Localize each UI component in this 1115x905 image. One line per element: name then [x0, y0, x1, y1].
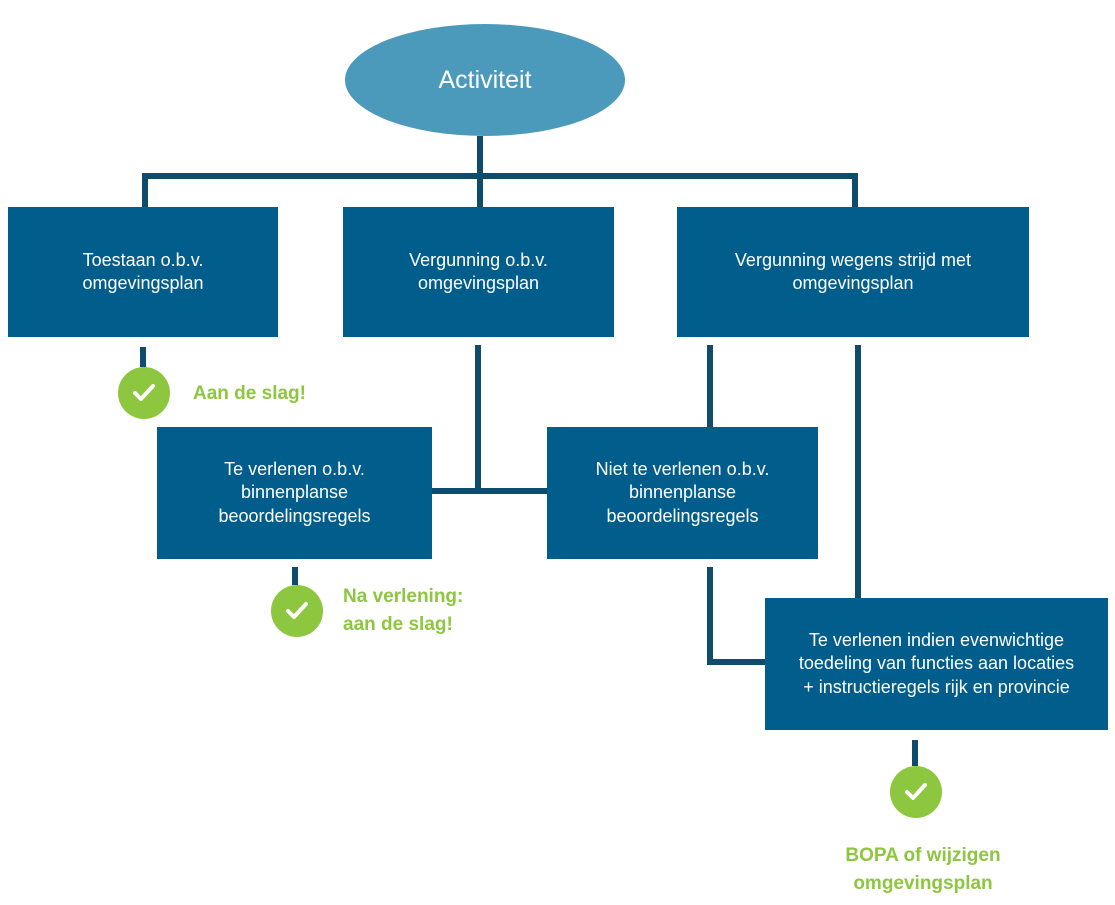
strijd-label: Vergunning wegens strijd met omgevingspl…: [734, 249, 972, 293]
te-verlenen-box: Te verlenen o.b.v. binnenplanse beoordel…: [157, 427, 432, 559]
te-verlenen-label: Te verlenen o.b.v. binnenplanse beoordel…: [218, 458, 371, 526]
checkmark-icon: [286, 602, 308, 619]
niet-verlenen-box: Niet te verlenen o.b.v. binnenplanse beo…: [547, 427, 818, 559]
checkmark-icon: [133, 384, 155, 401]
activiteit-node: Activiteit: [345, 24, 625, 136]
checkmark-icon: [905, 783, 927, 800]
outcome-bopa: BOPA of wijzigen omgevingsplan: [845, 845, 1001, 894]
outcome-aan-de-slag: Aan de slag!: [193, 383, 306, 404]
outcome-na-verlening: Na verlening: aan de slag!: [343, 586, 464, 635]
vergunning-label: Vergunning o.b.v. omgevingsplan: [409, 249, 548, 293]
vergunning-box: Vergunning o.b.v. omgevingsplan: [343, 207, 614, 337]
toestaan-box: Toestaan o.b.v. omgevingsplan: [8, 207, 278, 337]
check-circle-icon: [271, 585, 323, 637]
check-circle-icon: [890, 766, 942, 818]
activiteit-label: Activiteit: [438, 65, 532, 94]
connector-niet-verlenen-to-evenwichtig: [707, 567, 765, 665]
strijd-box: Vergunning wegens strijd met omgevingspl…: [677, 207, 1029, 337]
niet-verlenen-label: Niet te verlenen o.b.v. binnenplanse beo…: [595, 458, 770, 526]
evenwichtig-box: Te verlenen indien evenwichtige toedelin…: [765, 598, 1108, 730]
evenwichtig-label: Te verlenen indien evenwichtige toedelin…: [798, 629, 1075, 697]
toestaan-label: Toestaan o.b.v. omgevingsplan: [82, 249, 204, 293]
check-circle-icon: [118, 367, 170, 419]
